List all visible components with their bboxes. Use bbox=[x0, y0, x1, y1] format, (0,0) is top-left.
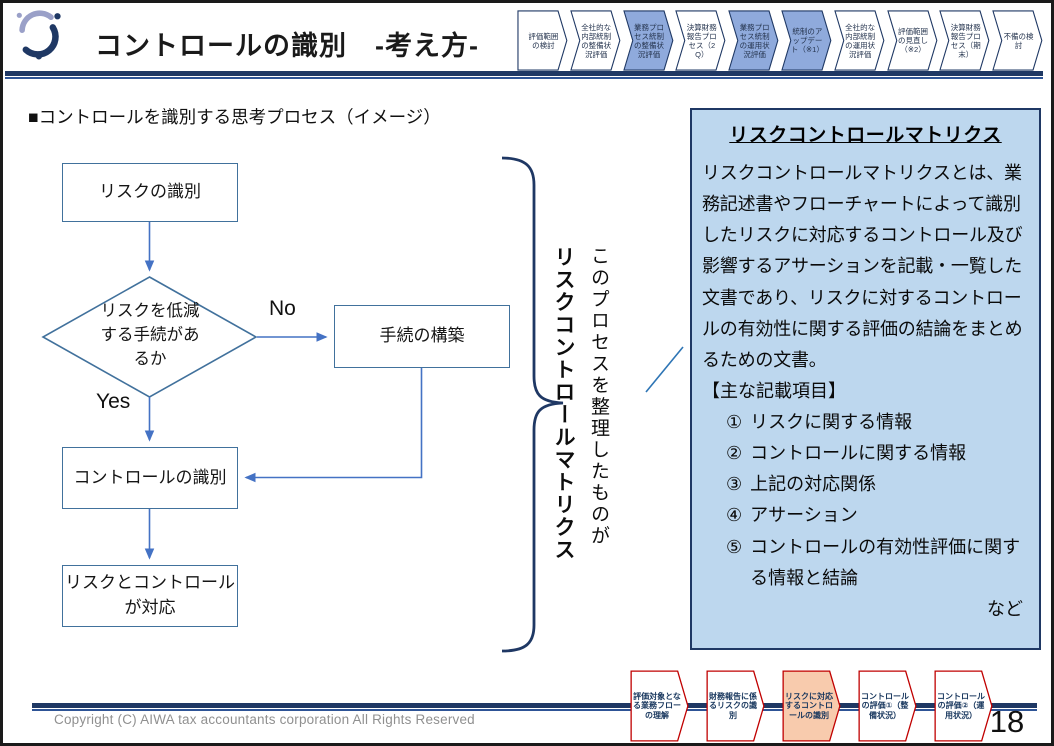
list-item-label: 上記の対応関係 bbox=[750, 474, 877, 495]
process-step: コントロールの評価②（運用状況） bbox=[934, 670, 993, 742]
list-item-number: ④ bbox=[726, 505, 743, 526]
chevron-shape bbox=[728, 10, 779, 71]
process-step: 業務プロセス統制の整備状況評価 bbox=[623, 10, 674, 71]
chevron-shape bbox=[992, 10, 1043, 71]
process-step: 業務プロセス統制の運用状況評価 bbox=[728, 10, 779, 71]
list-item: ① リスクに関する情報 bbox=[726, 407, 1029, 438]
risk-control-matrix-panel: リスクコントロールマトリクス リスクコントロールマトリクスとは、業務記述書やフロ… bbox=[690, 108, 1041, 650]
chevron-shape bbox=[781, 10, 832, 71]
process-step-label: コントロールの評価①（整備状況） bbox=[861, 691, 909, 720]
process-step: 財務報告に係るリスクの識別 bbox=[706, 670, 765, 742]
process-step-label: 財務報告に係るリスクの識別 bbox=[709, 691, 757, 720]
list-item-number: ⑤ bbox=[726, 536, 743, 557]
arrow-procedure-feedback bbox=[244, 368, 423, 483]
list-item-label: リスクに関する情報 bbox=[750, 412, 913, 432]
page-number: 18 bbox=[989, 704, 1025, 739]
panel-item-list: ① リスクに関する情報 ② コントロールに関する情報 ③ 上記の対応関係 ④ ア… bbox=[702, 407, 1029, 594]
chevron-shape bbox=[630, 670, 689, 742]
list-item-label: コントロールの有効性評価に関する情報と結論 bbox=[750, 536, 1021, 588]
process-step: 評価範囲の検討 bbox=[517, 10, 568, 71]
chevron-shape bbox=[858, 670, 917, 742]
section-subtitle: ■コントロールを識別する思考プロセス（イメージ） bbox=[28, 107, 441, 127]
chevron-shape bbox=[887, 10, 938, 71]
vertical-annotation: このプロセスを整理したものが リスクコントロールマトリクス bbox=[548, 246, 612, 576]
chevron-shape bbox=[834, 10, 885, 71]
process-step-label: 決算財務報告プロセス（2Q） bbox=[686, 22, 717, 59]
chevron-shape bbox=[706, 670, 765, 742]
process-step: 評価範囲の見直し（※2） bbox=[887, 10, 938, 71]
chevron-shape bbox=[623, 10, 674, 71]
process-step-label: 決算財務報告プロセス（期末） bbox=[950, 22, 981, 59]
process-stepper-bottom: 評価対象となる業務フローの理解 財務報告に係るリスクの識別 リスクに対応するコン… bbox=[630, 670, 1012, 742]
list-item-number: ③ bbox=[726, 474, 743, 495]
list-item-label: コントロールに関する情報 bbox=[750, 443, 967, 464]
flow-decision-label: リスクを低減する手続があるか bbox=[100, 302, 200, 368]
list-item: ④ アサーション bbox=[726, 500, 1029, 531]
list-item-label: アサーション bbox=[750, 505, 858, 526]
process-step: 不備の検討 bbox=[992, 10, 1043, 71]
list-item: ⑤ コントロールの有効性評価に関する情報と結論 bbox=[726, 532, 1029, 594]
chevron-shape bbox=[939, 10, 990, 71]
panel-title: リスクコントロールマトリクス bbox=[729, 125, 1002, 146]
list-item-number: ① bbox=[726, 412, 743, 432]
process-step: 決算財務報告プロセス（期末） bbox=[939, 10, 990, 71]
flow-node-build-procedure: 手続の構築 bbox=[334, 305, 510, 368]
flow-node-risk-identification: リスクの識別 bbox=[62, 163, 238, 222]
company-logo-icon bbox=[16, 10, 61, 60]
edge-label-no: No bbox=[269, 297, 296, 320]
list-item: ③ 上記の対応関係 bbox=[726, 469, 1029, 500]
process-step-label: 評価範囲の見直し（※2） bbox=[897, 27, 928, 54]
process-step: コントロールの評価①（整備状況） bbox=[858, 670, 917, 742]
process-step: リスクに対応するコントロールの識別 bbox=[782, 670, 841, 742]
list-item: ② コントロールに関する情報 bbox=[726, 438, 1029, 469]
annotation-line-1: このプロセスを整理したものが bbox=[588, 246, 609, 547]
chevron-shape bbox=[570, 10, 621, 71]
process-step-label: 統制のアップデート（※1） bbox=[790, 27, 824, 54]
process-step-label: 業務プロセス統制の運用状況評価 bbox=[739, 22, 770, 59]
process-stepper-top: 評価範囲の検討 全社的な内部統制の整備状況評価 業務プロセス統制の整備状況評価 … bbox=[517, 10, 1043, 71]
process-step-label: コントロールの評価②（運用状況） bbox=[937, 691, 985, 720]
process-step-label: 全社的な内部統制の運用状況評価 bbox=[845, 22, 876, 59]
page-title: コントロールの識別 -考え方- bbox=[95, 31, 479, 61]
process-step-label: 業務プロセス統制の整備状況評価 bbox=[633, 22, 664, 59]
chevron-shape bbox=[934, 670, 993, 742]
panel-footer-note: など bbox=[987, 598, 1023, 619]
title-divider bbox=[5, 71, 1043, 79]
panel-description: リスクコントロールマトリクスとは、業務記述書やフローチャートによって識別したリス… bbox=[702, 163, 1023, 370]
panel-items-heading: 【主な記載項目】 bbox=[702, 380, 846, 401]
list-item-number: ② bbox=[726, 443, 743, 464]
process-step-label: 全社的な内部統制の整備状況評価 bbox=[581, 22, 612, 59]
flow-node-control-identification: コントロールの識別 bbox=[62, 447, 238, 509]
process-step-label: 不備の検討 bbox=[1003, 31, 1034, 50]
flow-node-risk-control-mapped: リスクとコントロールが対応 bbox=[62, 565, 238, 627]
chevron-shape bbox=[675, 10, 726, 71]
edge-label-yes: Yes bbox=[96, 390, 131, 413]
process-step-label: 評価範囲の検討 bbox=[528, 31, 559, 50]
chevron-shape bbox=[517, 10, 568, 71]
annotation-line-2: リスクコントロールマトリクス bbox=[552, 246, 575, 561]
process-step: 評価対象となる業務フローの理解 bbox=[630, 670, 689, 742]
process-step: 全社的な内部統制の運用状況評価 bbox=[834, 10, 885, 71]
callout-line bbox=[645, 346, 684, 393]
copyright-text: Copyright (C) AIWA tax accountants corpo… bbox=[54, 712, 475, 727]
process-step: 決算財務報告プロセス（2Q） bbox=[675, 10, 726, 71]
process-step: 全社的な内部統制の整備状況評価 bbox=[570, 10, 621, 71]
process-step-label: リスクに対応するコントロールの識別 bbox=[785, 691, 833, 720]
process-step-label: 評価対象となる業務フローの理解 bbox=[633, 691, 681, 720]
chevron-shape bbox=[782, 670, 841, 742]
process-step: 統制のアップデート（※1） bbox=[781, 10, 832, 71]
footer-divider bbox=[32, 703, 1037, 711]
